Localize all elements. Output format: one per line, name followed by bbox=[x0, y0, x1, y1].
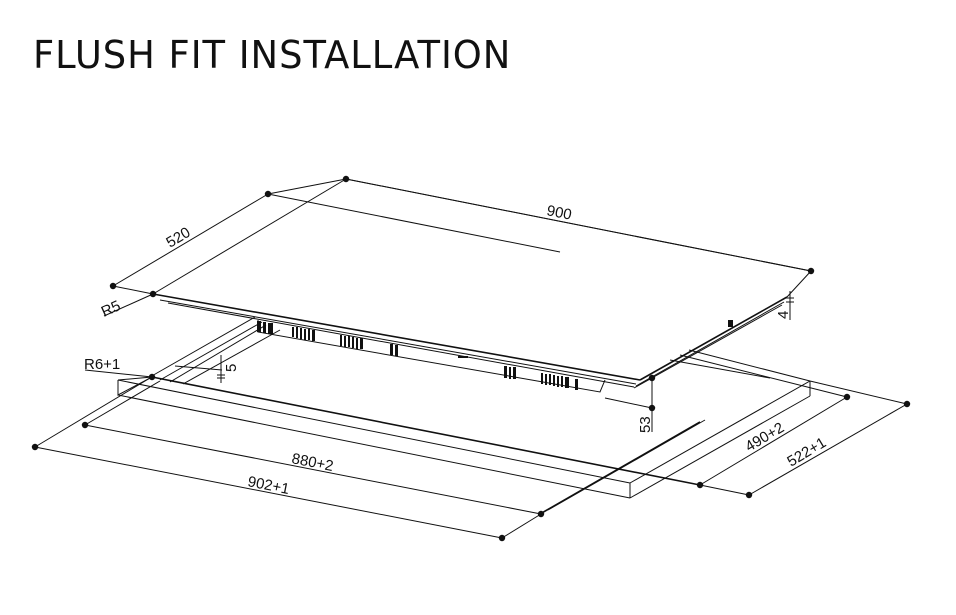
label-unit-height: 53 bbox=[637, 416, 654, 433]
page-title: FLUSH FIT INSTALLATION bbox=[33, 33, 512, 77]
label-recess-depth: 5 bbox=[223, 364, 240, 372]
countertop-cutout bbox=[34, 316, 811, 515]
label-cutout-outer-depth: 522+1 bbox=[784, 434, 829, 470]
label-cutout-inner-width: 880+2 bbox=[290, 450, 335, 475]
label-hob-width: 900 bbox=[545, 202, 573, 223]
label-glass-thickness: 4 bbox=[775, 311, 792, 319]
dimension-labels: 520 900 R5 4 5 R6+1 53 880+2 902+1 490+2… bbox=[84, 202, 829, 498]
dimension-dots bbox=[31, 175, 911, 542]
label-cutout-outer-width: 902+1 bbox=[246, 473, 291, 498]
label-hob-depth: 520 bbox=[163, 224, 193, 251]
hob-underside-components bbox=[257, 320, 733, 393]
hob-glass-plate bbox=[152, 178, 812, 389]
label-cutout-inner-depth: 490+2 bbox=[742, 419, 787, 455]
label-corner-radius-hob: R5 bbox=[99, 297, 123, 320]
dimension-lines bbox=[34, 178, 908, 539]
label-corner-radius-cutout: R6+1 bbox=[84, 356, 120, 373]
